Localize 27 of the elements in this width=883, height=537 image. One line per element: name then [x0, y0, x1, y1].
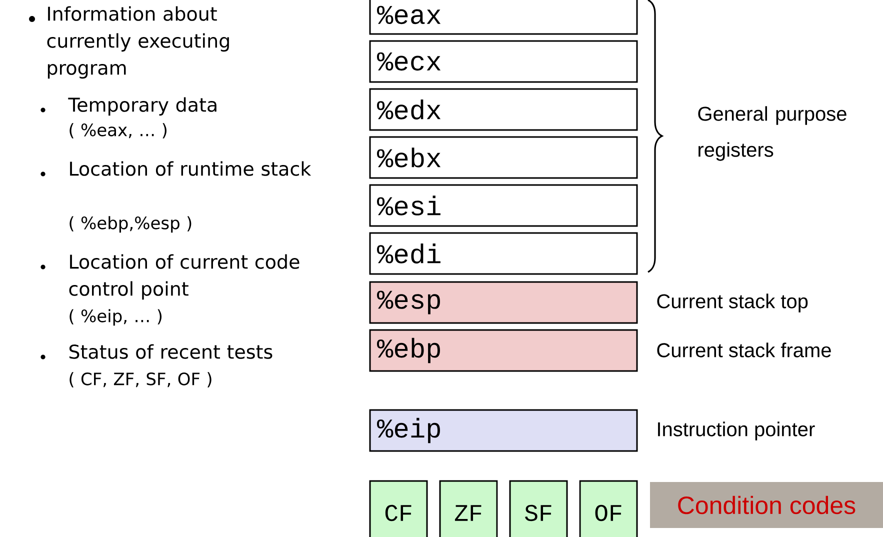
- register-caption: Current stack frame: [657, 342, 831, 358]
- register-note: ( CF, ZF, SF, OF ): [70, 372, 212, 388]
- list-item: Temporary data: [68, 97, 216, 116]
- register-box: %ecx: [369, 40, 638, 83]
- flag-box: SF: [509, 480, 568, 537]
- register-box: %eax: [369, 0, 638, 35]
- register-note: ( %eip, … ): [70, 309, 162, 326]
- register-note: ( %ebp,%esp ): [70, 216, 192, 233]
- list-item: Information about currently executing program: [47, 6, 229, 79]
- register-box: %esp: [369, 281, 638, 324]
- brace-label: General purpose registers: [698, 106, 846, 161]
- list-item: Location of runtime stack: [70, 161, 312, 176]
- flag-box: OF: [579, 480, 638, 537]
- register-box: %eip: [369, 409, 638, 452]
- register-note: ( %eax, … ): [70, 123, 166, 138]
- register-caption: Instruction pointer: [658, 422, 815, 440]
- register-caption: Current stack top: [657, 294, 808, 312]
- list-item: Status of recent tests: [69, 344, 272, 359]
- banner: Condition codes: [650, 482, 883, 528]
- flag-box: CF: [369, 480, 428, 537]
- register-box: %esi: [369, 184, 638, 227]
- register-box: %ebp: [369, 329, 638, 372]
- register-box: %edx: [369, 88, 638, 131]
- register-box: %edi: [369, 232, 638, 275]
- flag-box: ZF: [439, 480, 498, 537]
- list-item: Location of current code control point: [69, 254, 300, 300]
- register-box: %ebx: [369, 136, 638, 179]
